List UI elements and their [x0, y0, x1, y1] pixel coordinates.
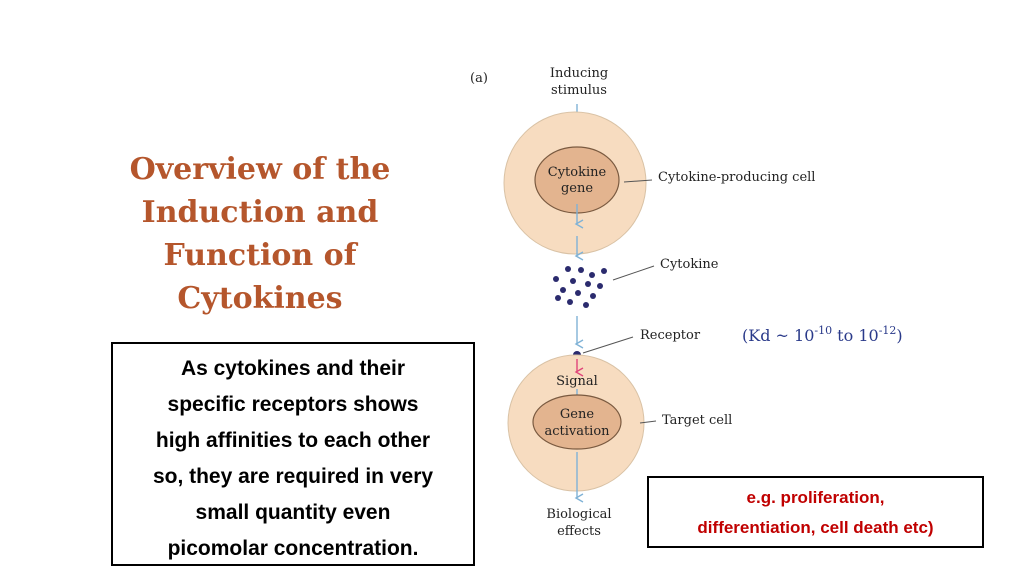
title-line: Function of: [163, 238, 357, 273]
nucleus-label-line: gene: [561, 181, 593, 196]
title-line: Cytokines: [177, 281, 343, 316]
cytokine-pointer: [612, 265, 655, 281]
explanation-line: high affinities to each other: [155, 429, 431, 452]
explanation-line: so, they are required in very: [152, 465, 434, 488]
receptor-pointer: [582, 336, 634, 354]
producing-cell-label: Cytokine-producing cell: [658, 170, 815, 185]
slide-title: Overview of the Induction and Function o…: [100, 148, 420, 320]
examples-box: e.g. proliferation, differentiation, cel…: [647, 476, 984, 548]
target-cell-pointer: [639, 420, 657, 424]
cytokine-label: Cytokine: [660, 257, 719, 272]
kd-exponent: -10: [814, 324, 832, 337]
target-nucleus-label-line: activation: [544, 424, 610, 439]
title-line: Induction and: [141, 195, 379, 230]
producing-nucleus: [534, 146, 620, 214]
kd-close: ): [896, 326, 902, 345]
explanation-line: specific receptors shows: [167, 393, 419, 416]
explanation-line: picomolar concentration.: [167, 537, 419, 560]
kd-base: (Kd ~ 10: [742, 326, 814, 345]
effects-label-line: Biological: [546, 507, 611, 522]
cytokine-dots: [553, 266, 607, 308]
target-nucleus-label-line: Gene: [560, 407, 594, 422]
target-nucleus: [532, 394, 622, 450]
target-cell-label: Target cell: [662, 413, 732, 428]
example-line: e.g. proliferation,: [746, 488, 885, 507]
stimulus-label-line: stimulus: [551, 83, 607, 98]
explanation-line: As cytokines and their: [180, 357, 406, 380]
effects-label-line: effects: [557, 524, 601, 539]
signal-label: Signal: [556, 374, 598, 389]
kd-value-note: (Kd ~ 10-10 to 10-12): [742, 324, 903, 345]
title-line: Overview of the: [129, 152, 391, 187]
panel-label: (a): [470, 71, 488, 86]
stimulus-label-line: Inducing: [550, 66, 608, 81]
explanation-box: As cytokines and their specific receptor…: [111, 342, 475, 566]
receptor-label: Receptor: [640, 328, 701, 343]
producing-cell-pointer: [623, 179, 653, 183]
example-line: differentiation, cell death etc): [697, 518, 934, 537]
kd-exponent: -12: [879, 324, 897, 337]
kd-mid: to 10: [832, 326, 879, 345]
explanation-line: small quantity even: [195, 501, 391, 524]
nucleus-label-line: Cytokine: [548, 165, 607, 180]
